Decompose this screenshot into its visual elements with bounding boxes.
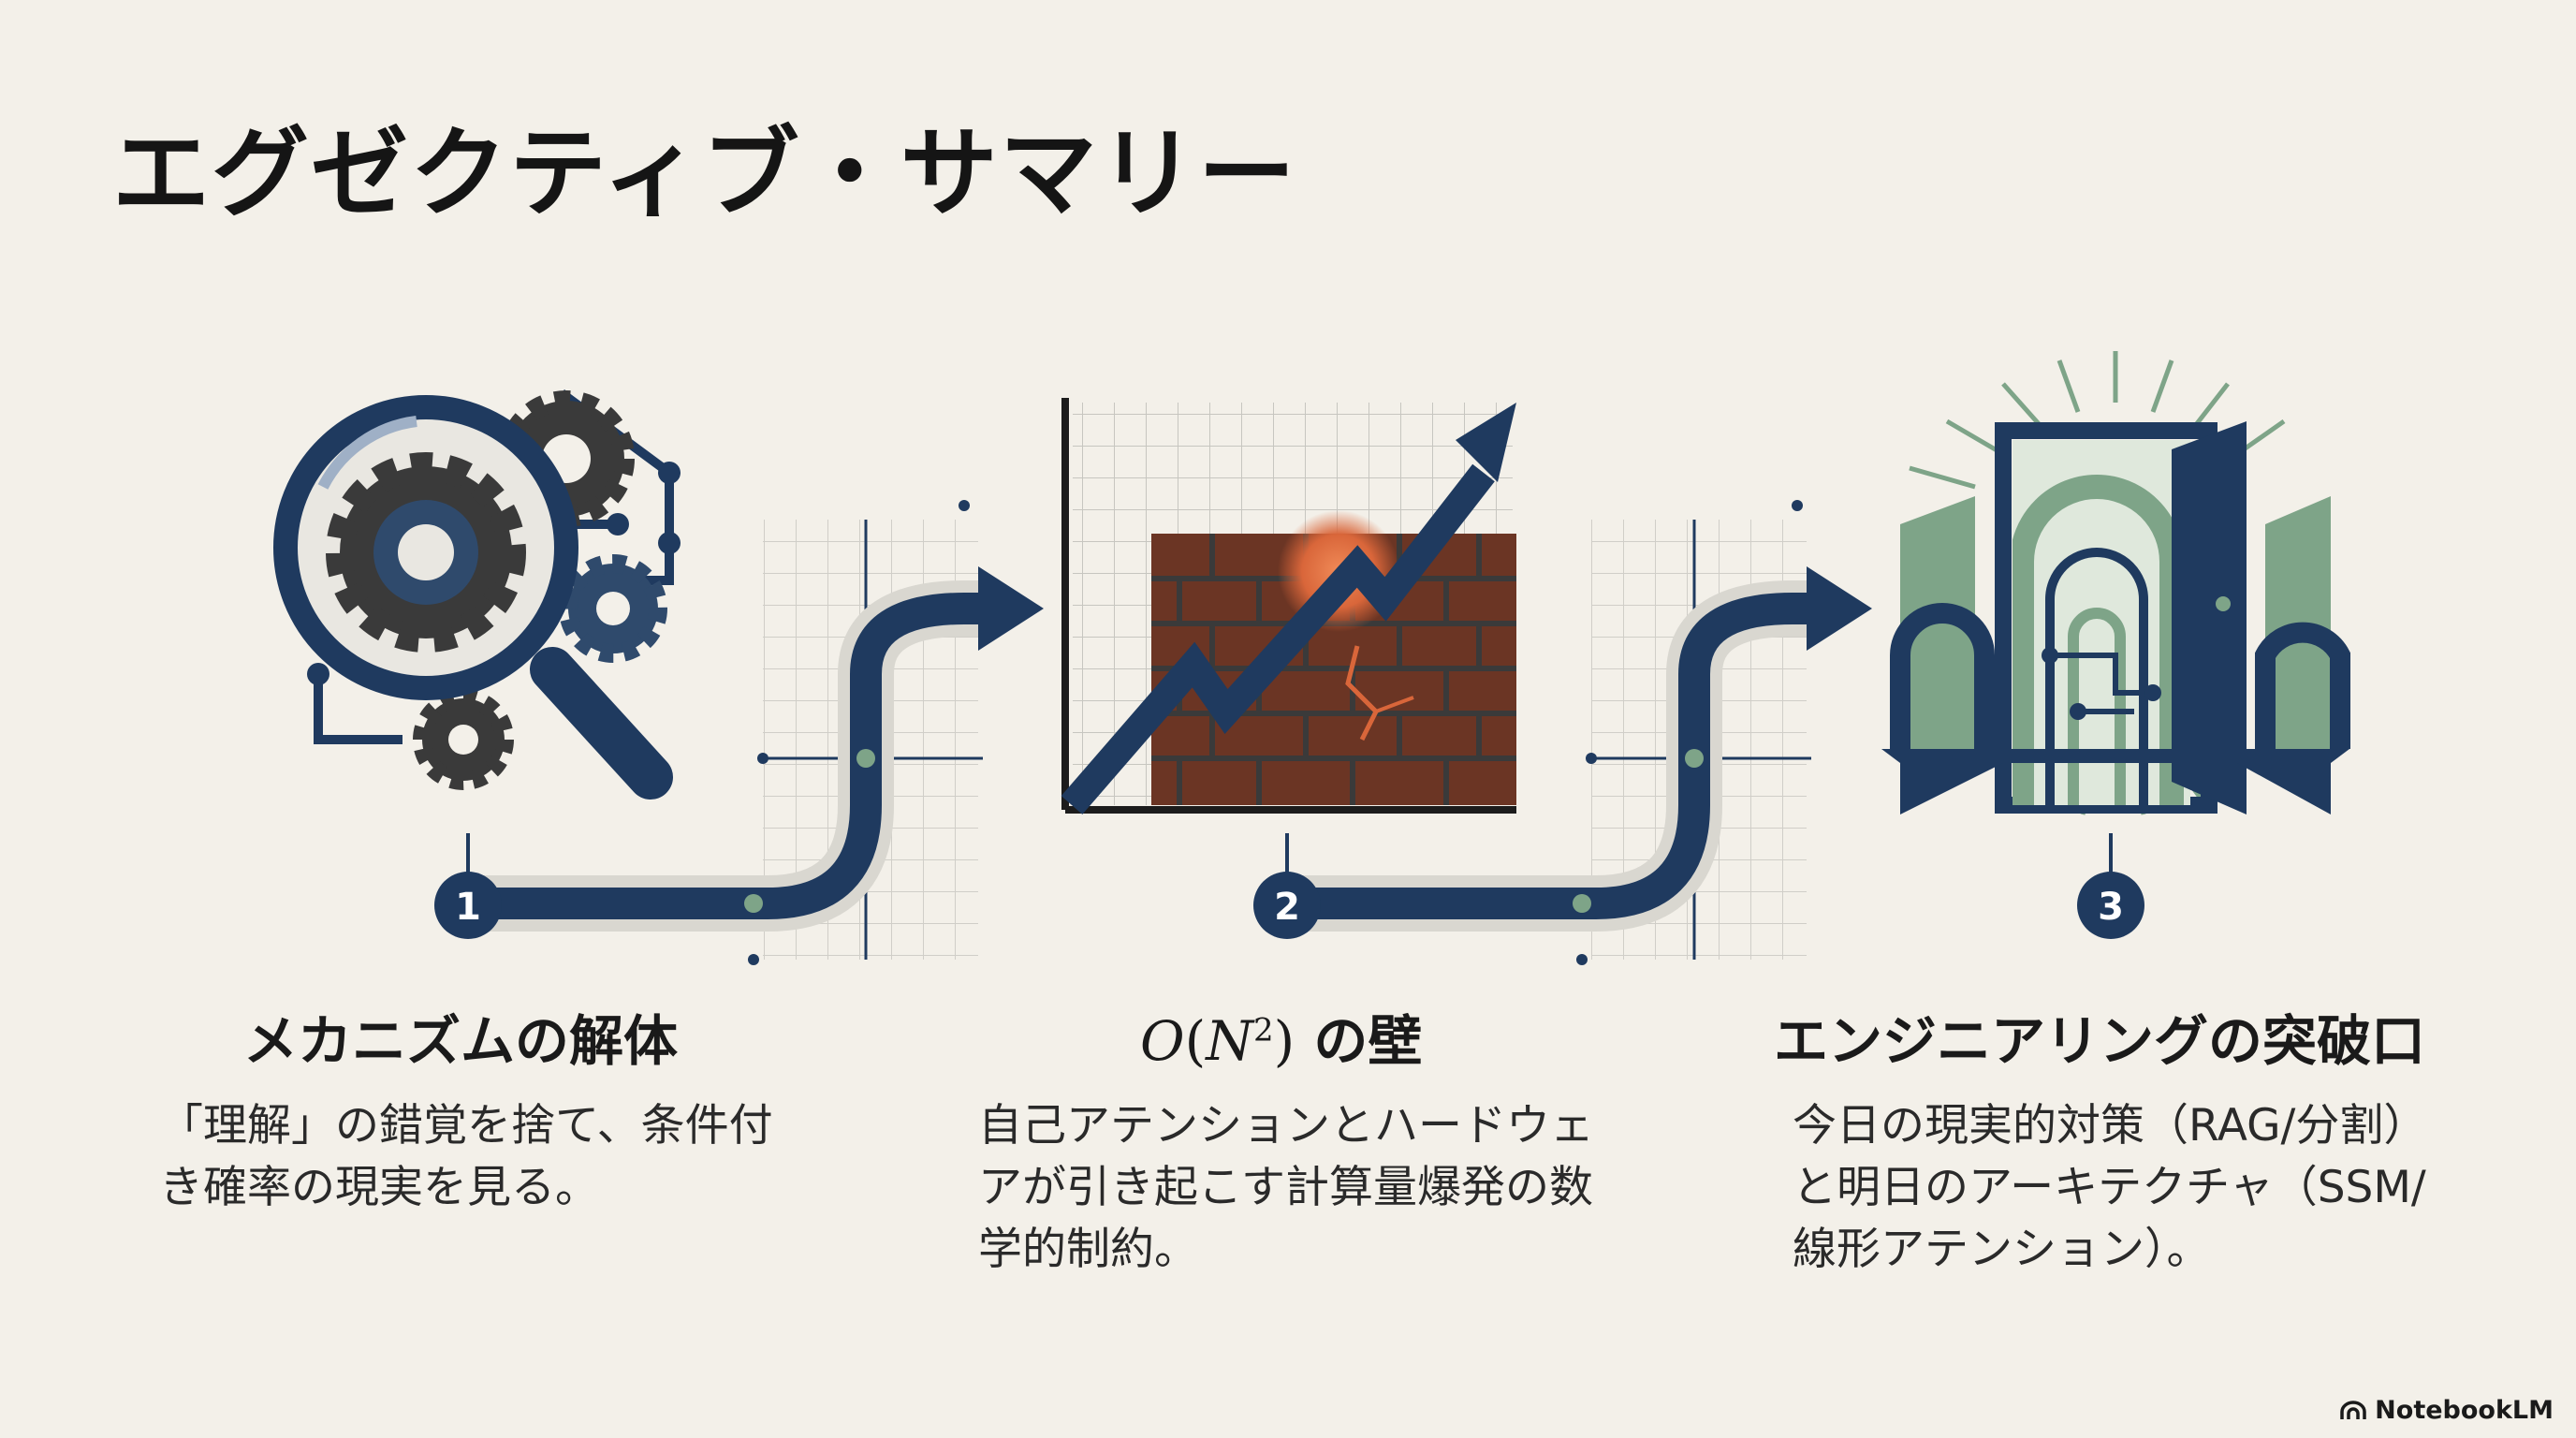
page-title: エグゼクティブ・サマリー	[112, 116, 1297, 230]
desc-line: 学的制約。	[978, 1224, 1198, 1275]
desc-line: 今日の現実的対策（RAG/分割）	[1793, 1100, 2428, 1152]
brand-name: NotebookLM	[2375, 1396, 2554, 1425]
step-1-description: 「理解」の錯覚を捨て、条件付 き確率の現実を見る。	[159, 1095, 773, 1219]
desc-line: アが引き起こす計算量爆発の数	[978, 1162, 1594, 1213]
step-2-title-suffix: の壁	[1295, 1009, 1423, 1073]
desc-line: き確率の現実を見る。	[159, 1162, 599, 1213]
open-door-icon	[1881, 351, 2350, 815]
notebooklm-logo-icon	[2340, 1400, 2366, 1419]
complexity-formula: O(N2)	[1140, 1009, 1295, 1073]
step-3-description: 今日の現実的対策（RAG/分割） と明日のアーキテクチャ（SSM/ 線形アテンシ…	[1793, 1095, 2427, 1281]
step-badge-2: 2	[1253, 872, 1321, 939]
desc-line: 線形アテンション）。	[1793, 1224, 2211, 1275]
connector-2-to-3	[1285, 500, 1872, 965]
magnifier-gears-icon	[273, 389, 681, 800]
desc-line: と明日のアーキテクチャ（SSM/	[1793, 1162, 2426, 1213]
step-badge-1: 1	[434, 872, 502, 939]
brick-wall-chart-icon	[1061, 398, 1516, 814]
desc-line: 自己アテンションとハードウェ	[978, 1100, 1594, 1152]
connector-1-to-2	[466, 500, 1044, 965]
step-2-title: O(N2) の壁	[1140, 997, 1422, 1076]
brand-watermark: NotebookLM	[2339, 1396, 2554, 1425]
step-number: 1	[455, 886, 481, 929]
step-2-description: 自己アテンションとハードウェ アが引き起こす計算量爆発の数 学的制約。	[978, 1095, 1594, 1281]
step-badge-3: 3	[2077, 872, 2144, 939]
step-1-title: メカニズムの解体	[243, 1009, 679, 1073]
step-number: 3	[2098, 886, 2124, 929]
step-3-title: エンジニアリングの突破口	[1774, 1009, 2426, 1073]
step-number: 2	[1274, 886, 1300, 929]
desc-line: 「理解」の錯覚を捨て、条件付	[159, 1100, 773, 1152]
